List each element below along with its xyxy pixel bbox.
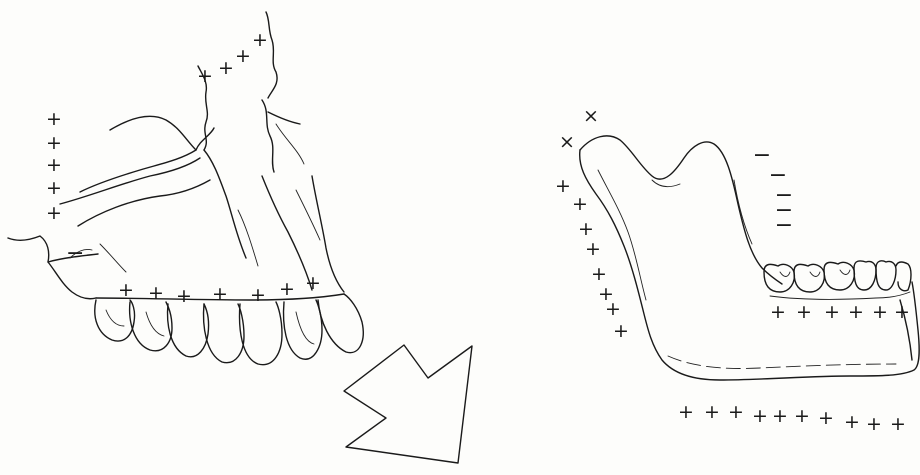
plus-mark-5: +	[46, 202, 62, 224]
plus-mark-4: +	[848, 301, 864, 323]
plus-mark-7: +	[818, 407, 834, 429]
maxilla-minus-mark: −	[66, 241, 84, 266]
plus-mark-1: +	[770, 301, 786, 323]
plus-mark-8: +	[613, 320, 629, 342]
condyle-cross-marks: ××	[559, 105, 599, 153]
maxilla-frontal-plus-marks: ++++	[197, 29, 268, 87]
ramus-anterior-minus-marks: −−−−−	[753, 143, 793, 238]
plus-mark-3: +	[46, 154, 62, 176]
plus-mark-1: +	[678, 401, 694, 423]
mandible-drawing	[580, 136, 920, 380]
mandible-inferior-plus-marks: ++++++++++	[678, 401, 906, 435]
plus-mark-2: +	[796, 301, 812, 323]
cross-mark-1: ×	[559, 131, 575, 153]
minus-mark-5: −	[775, 213, 793, 238]
plus-mark-6: +	[794, 405, 810, 427]
plus-mark-3: +	[824, 301, 840, 323]
cross-mark-2: ×	[583, 105, 599, 127]
plus-mark-5: +	[872, 301, 888, 323]
plus-mark-6: +	[279, 278, 295, 300]
direction-arrow	[344, 345, 472, 463]
plus-mark-5: +	[772, 405, 788, 427]
plus-mark-4: +	[752, 405, 768, 427]
plus-mark-2: +	[46, 132, 62, 154]
plus-mark-4: +	[46, 177, 62, 199]
plus-mark-7: +	[305, 272, 321, 294]
maxilla-lateral-plus-marks: +++++	[46, 108, 62, 224]
plus-mark-4: +	[252, 29, 268, 51]
plus-mark-2: +	[218, 57, 234, 79]
plus-mark-5: +	[250, 284, 266, 306]
plus-mark-5: +	[591, 263, 607, 285]
plus-mark-4: +	[585, 238, 601, 260]
plus-mark-2: +	[572, 193, 588, 215]
plus-mark-7: +	[605, 298, 621, 320]
plus-mark-1: +	[197, 65, 213, 87]
plus-mark-3: +	[176, 285, 192, 307]
plus-mark-1: +	[46, 108, 62, 130]
plus-mark-4: +	[212, 283, 228, 305]
plus-mark-1: +	[555, 175, 571, 197]
plus-mark-6: +	[894, 301, 910, 323]
plus-mark-3: +	[235, 45, 251, 67]
plus-mark-9: +	[866, 413, 882, 435]
mandible-alveolar-plus-marks: + + + + + +	[770, 301, 910, 323]
plus-mark-3: +	[578, 218, 594, 240]
plus-mark-2: +	[148, 282, 164, 304]
plus-mark-2: +	[704, 401, 720, 423]
ramus-posterior-plus-marks: ++++++++	[555, 175, 629, 342]
plus-mark-10: +	[890, 413, 906, 435]
maxilla-alveolar-plus-marks: + + + + + + +	[118, 272, 321, 307]
plus-mark-8: +	[844, 411, 860, 433]
plus-mark-1: +	[118, 279, 134, 301]
plus-mark-3: +	[728, 401, 744, 423]
